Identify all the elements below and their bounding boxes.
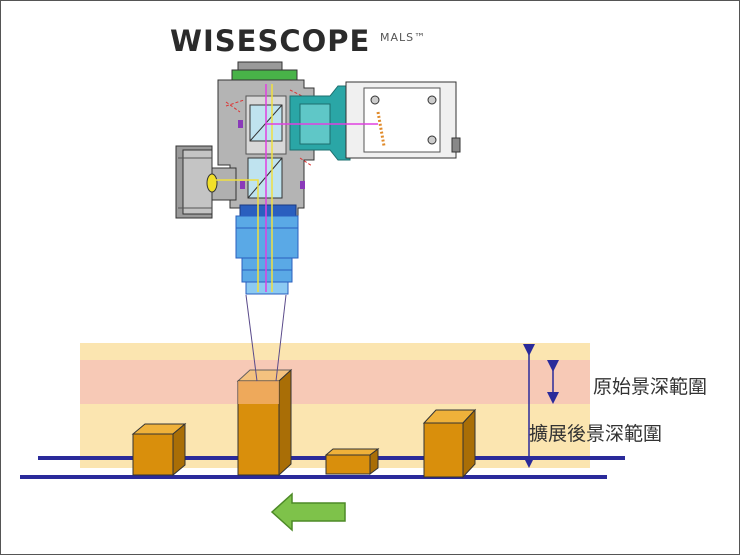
brand-logo: WISESCOPE: [170, 24, 371, 58]
object-box-4: [422, 408, 477, 479]
light-paths: [216, 84, 378, 292]
object-box-tall: [236, 368, 293, 477]
original-dof-band: [80, 360, 590, 404]
camera-unit: [289, 81, 461, 161]
view-cone-right: [275, 294, 287, 382]
view-cone-left: [245, 294, 258, 382]
left-arrow-icon: [270, 492, 346, 532]
object-box-1: [131, 422, 187, 477]
extended-dof-label: 擴展後景深範圍: [529, 423, 663, 445]
lens-barrel: [235, 204, 299, 295]
side-illuminator: [175, 145, 237, 219]
object-box-flat: [324, 448, 380, 475]
brand-logo-suffix: MALS™: [380, 31, 427, 44]
original-dof-label: 原始景深範圍: [593, 376, 708, 398]
